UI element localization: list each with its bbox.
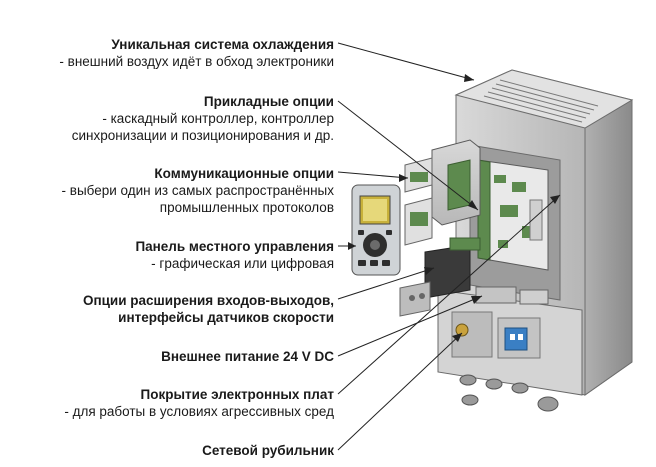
callout-title: Покрытие электронных плат xyxy=(140,387,334,402)
control-board xyxy=(477,159,549,271)
callout-title-cont: интерфейсы датчиков скорости xyxy=(118,310,334,325)
callout-io-expansion: Опции расширения входов-выходов, интерфе… xyxy=(83,292,334,326)
option-modules xyxy=(404,139,481,246)
callout-application-options: Прикладные опции - каскадный контроллер,… xyxy=(72,93,334,144)
leader-application xyxy=(337,100,479,211)
callout-desc: - выбери один из самых распространённых xyxy=(61,183,334,198)
callout-cooling: Уникальная система охлаждения - внешний … xyxy=(59,36,334,70)
callout-local-control-panel: Панель местного управления - графическая… xyxy=(135,238,334,272)
callout-title: Уникальная система охлаждения xyxy=(111,37,334,52)
leader-arrows xyxy=(348,74,560,342)
callout-title: Панель местного управления xyxy=(135,239,334,254)
leader-lines xyxy=(337,42,561,451)
leader-switch xyxy=(337,332,463,451)
callout-title: Сетевой рубильник xyxy=(202,443,334,458)
callout-title: Опции расширения входов-выходов, xyxy=(82,293,334,308)
callout-desc: синхронизации и позиционирования и др. xyxy=(71,128,334,143)
callout-desc: - для работы в условиях агрессивных сред xyxy=(64,404,334,419)
callout-communication-options: Коммуникационные опции - выбери один из … xyxy=(62,165,334,216)
callout-ext-24v: Внешнее питание 24 V DC xyxy=(161,348,334,365)
cooling-fins xyxy=(483,79,599,123)
callout-title: Коммуникационные опции xyxy=(154,166,334,181)
callout-desc: - внешний воздух идёт в обход электроник… xyxy=(59,54,334,69)
leader-io xyxy=(337,267,435,300)
leader-coating xyxy=(337,194,561,395)
leader-24v xyxy=(337,295,483,357)
callout-mains-switch: Сетевой рубильник xyxy=(202,442,334,459)
callout-title: Внешнее питание 24 V DC xyxy=(161,349,334,364)
local-control-panel xyxy=(351,184,401,276)
ext-24v-supply xyxy=(475,286,549,305)
leader-communication xyxy=(337,171,409,179)
callout-board-coating: Покрытие электронных плат - для работы в… xyxy=(64,386,334,420)
io-expansion-module xyxy=(399,237,481,317)
callout-title: Прикладные опции xyxy=(203,94,334,109)
cable-glands xyxy=(459,374,559,412)
callout-desc: - графическая или цифровая xyxy=(151,256,334,271)
callout-desc: промышленных протоколов xyxy=(159,200,334,215)
leader-cooling xyxy=(337,42,475,81)
callout-desc: - каскадный контроллер, контроллер xyxy=(102,111,334,126)
